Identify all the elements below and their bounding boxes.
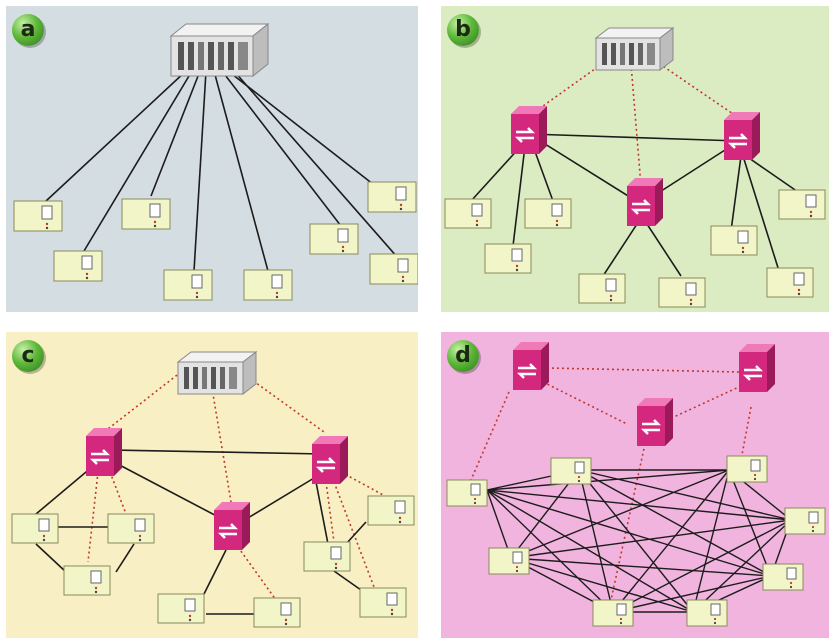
terminal-icon [11, 513, 59, 544]
router-icon [312, 436, 348, 484]
panel-c-diagram [11, 350, 415, 628]
panel-b: b [441, 6, 829, 312]
panel-label: b [455, 17, 471, 42]
terminal-icon [309, 223, 359, 255]
terminal-icon [524, 198, 572, 229]
terminal-icon [121, 198, 171, 230]
terminal-icon [766, 267, 814, 298]
terminal-icon [367, 495, 415, 526]
terminal-icon [578, 273, 626, 304]
terminal-icon [253, 597, 301, 628]
terminal-icon [367, 181, 417, 213]
router-icon [511, 106, 547, 154]
mesh-links [486, 469, 792, 613]
router-icon [86, 428, 122, 476]
router-icon [214, 502, 250, 550]
terminal-icon [488, 547, 530, 575]
terminal-icon [484, 243, 532, 274]
panel-d-diagram [446, 342, 826, 627]
panel-d: d [441, 332, 829, 638]
terminal-icon [658, 277, 706, 308]
terminal-icon [550, 457, 592, 485]
router-icon [637, 398, 673, 446]
terminal-icon [107, 513, 155, 544]
terminal-icon [762, 563, 804, 591]
terminal-icon [369, 253, 418, 285]
panel-c: c [6, 332, 418, 638]
terminal-icon [444, 198, 492, 229]
terminal-icon [13, 200, 63, 232]
terminal-icon [778, 189, 826, 220]
terminal-icon [163, 269, 213, 301]
terminal-icon [710, 225, 758, 256]
terminal-icon [63, 565, 111, 596]
panel-badge-a: a [12, 14, 50, 48]
panel-b-diagram [444, 26, 826, 308]
server-icon [169, 22, 270, 78]
terminal-icon [686, 599, 728, 627]
server-icon [594, 26, 675, 72]
terminal-icon [157, 593, 205, 624]
terminal-icon [726, 455, 768, 483]
terminal-icon [53, 250, 103, 282]
router-icon [513, 342, 549, 390]
terminal-icon [592, 599, 634, 627]
terminal-icon [243, 269, 293, 301]
panel-badge-c: c [12, 340, 50, 374]
panel-a-diagram [13, 22, 418, 301]
panel-badge-b: b [447, 14, 485, 48]
router-icon [739, 344, 775, 392]
panel-label: a [20, 17, 36, 42]
terminal-icon [359, 587, 407, 618]
panel-label: c [21, 343, 35, 368]
panel-badge-d: d [447, 340, 485, 374]
router-icon [724, 112, 760, 160]
panel-label: d [455, 343, 471, 368]
terminal-icon [784, 507, 826, 535]
terminal-icon [303, 541, 351, 572]
router-icon [627, 178, 663, 226]
panel-a: a [6, 6, 418, 312]
terminal-icon [446, 479, 488, 507]
server-icon [176, 350, 258, 396]
